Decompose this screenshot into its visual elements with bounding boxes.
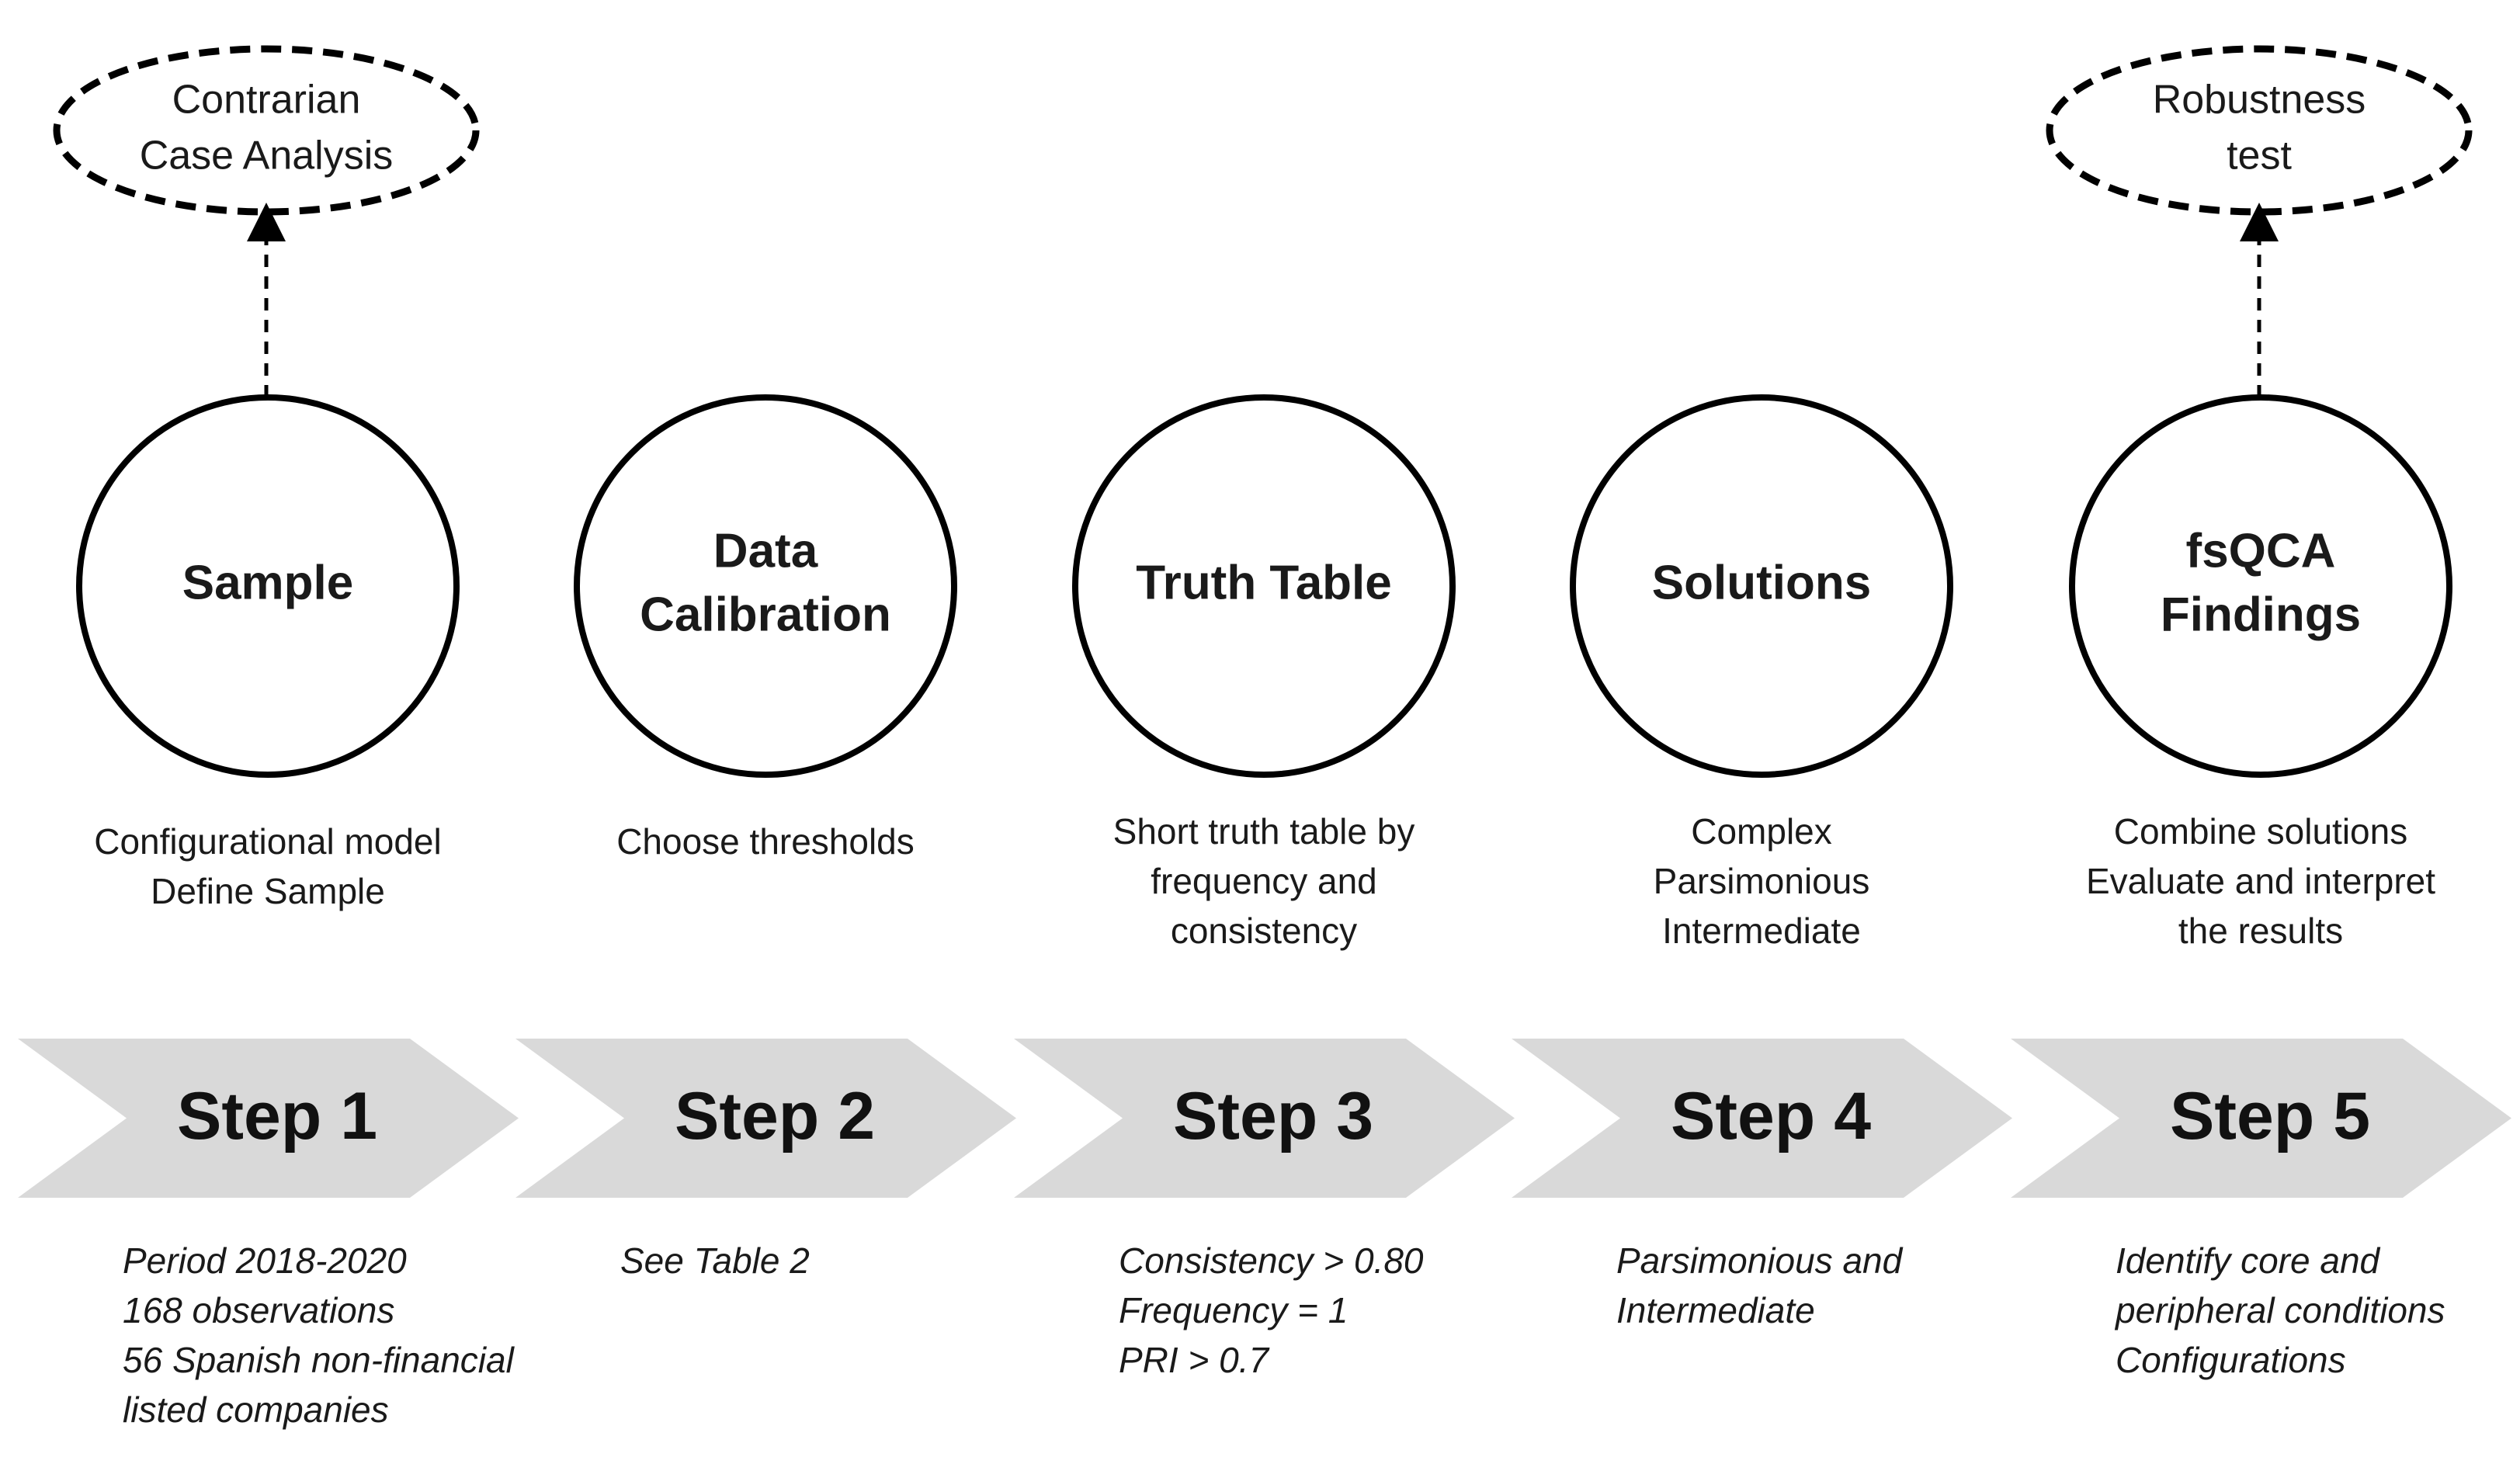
step-4: SolutionsComplexParsimoniousIntermediate… (1512, 394, 2012, 1330)
step-chevron (1014, 1039, 1515, 1198)
step-description: Intermediate (1662, 911, 1861, 951)
step-label: Step 5 (2170, 1079, 2370, 1153)
robustness-callout: Robustness test (2046, 45, 2473, 397)
step-description: Choose thresholds (616, 821, 915, 862)
step-description: Evaluate and interpret (2086, 861, 2435, 901)
step-title: Truth Table (1136, 556, 1392, 609)
step-circle (1570, 394, 1953, 778)
step-circle (1072, 394, 1456, 778)
step-label: Step 4 (1671, 1079, 1871, 1153)
robustness-label: Robustness (2153, 78, 2366, 123)
step-description: Complex (1691, 811, 1832, 852)
robustness-label: test (2227, 134, 2292, 179)
contrarian-ellipse (53, 45, 480, 216)
step-description: Short truth table by (1113, 811, 1415, 852)
step-detail: 56 Spanish non-financial (123, 1340, 515, 1380)
robustness-ellipse (2046, 45, 2473, 216)
step-chevron (515, 1039, 1016, 1198)
step-description: consistency (1171, 911, 1357, 951)
step-detail: listed companies (123, 1389, 389, 1430)
step-label: Step 3 (1173, 1079, 1373, 1153)
step-title: Sample (182, 556, 354, 609)
step-detail: 168 observations (123, 1290, 394, 1330)
step-title: Findings (2161, 588, 2361, 641)
contrarian-label: Contrarian (172, 78, 361, 123)
step-circle (574, 394, 957, 778)
contrarian-label: Case Analysis (140, 134, 394, 179)
step-title: Calibration (640, 588, 891, 641)
step-description: Parsimonious (1654, 861, 1870, 901)
step-detail: Consistency > 0.80 (1119, 1240, 1424, 1281)
step-detail: Period 2018-2020 (123, 1240, 407, 1281)
step-description: Combine solutions (2114, 811, 2407, 852)
step-title: Solutions (1652, 556, 1871, 609)
step-detail: Identify core and (2116, 1240, 2381, 1281)
step-detail: Configurations (2116, 1340, 2346, 1380)
step-label: Step 1 (177, 1079, 377, 1153)
step-description: Configurational model (94, 821, 442, 862)
step-circle (2069, 394, 2452, 778)
step-label: Step 2 (675, 1079, 875, 1153)
step-circle (76, 394, 460, 778)
step-chevron (18, 1039, 519, 1198)
step-description: Define Sample (151, 871, 385, 911)
step-description: frequency and (1151, 861, 1377, 901)
step-detail: See Table 2 (620, 1240, 810, 1281)
step-detail: Frequency = 1 (1119, 1290, 1348, 1330)
step-detail: peripheral conditions (2114, 1290, 2445, 1330)
step-detail: Intermediate (1616, 1290, 1815, 1330)
step-title: fsQCA (2186, 524, 2336, 578)
step-title: Data (713, 524, 818, 578)
step-chevron (1512, 1039, 2012, 1198)
step-chevron (2011, 1039, 2511, 1198)
step-detail: Parsimonious and (1616, 1240, 1904, 1281)
step-description: the results (2178, 911, 2343, 951)
step-detail: PRI > 0.7 (1119, 1340, 1269, 1380)
